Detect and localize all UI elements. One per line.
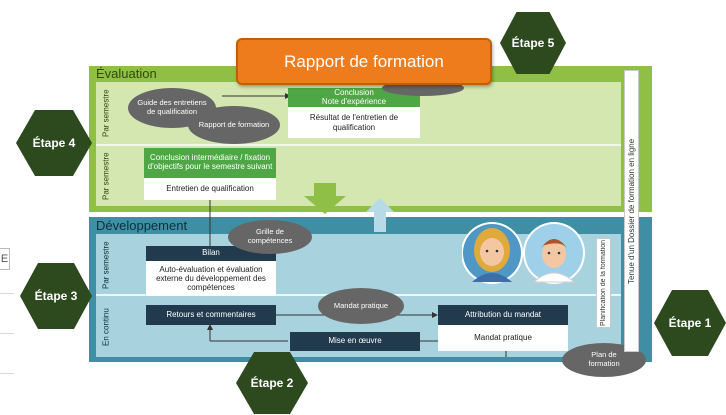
retours-box: Retours et commentaires	[146, 305, 276, 325]
arrowhead-icon	[207, 324, 213, 330]
edge-divider	[0, 373, 14, 374]
planification-strip	[596, 238, 611, 328]
down-arrow-icon	[304, 183, 346, 214]
man-avatar-icon	[523, 222, 585, 284]
attribution-header: Attribution du mandat	[438, 305, 568, 325]
tenue-strip	[624, 70, 639, 352]
edge-divider	[0, 293, 14, 294]
tenue-label: Tenue d'un Dossier de formation en ligne	[627, 138, 636, 284]
attribution-body: Mandat pratique	[474, 333, 532, 343]
edge-glyph: E	[0, 253, 9, 265]
step-1-badge: Étape 1	[654, 290, 726, 356]
bilan-body: Auto-évaluation et évaluation externe du…	[156, 264, 266, 293]
avatars	[462, 222, 585, 284]
step-2-badge: Étape 2	[236, 352, 308, 414]
mise-en-oeuvre-box: Mise en œuvre	[290, 332, 420, 351]
rapport-oval: Rapport de formation	[188, 106, 280, 144]
conclusion-box-header: Conclusion Note d'expérience	[288, 88, 420, 107]
developpement-title: Développement	[96, 218, 188, 233]
step-3-badge: Étape 3	[20, 263, 92, 329]
woman-avatar-icon	[462, 222, 523, 284]
edge-divider	[0, 333, 14, 334]
conclusion-box-body: Résultat de l'entretien de qualification	[309, 113, 399, 132]
planification-label: Planification de la formation	[600, 240, 607, 326]
up-arrow-icon	[366, 198, 394, 232]
rapport-de-formation-title: Rapport de formation	[236, 38, 492, 85]
mandat-oval: Mandat pratique	[318, 288, 404, 324]
arrowhead-icon	[432, 312, 438, 318]
evaluation-title: Évaluation	[96, 66, 157, 81]
intermediate-conclusion-header: Conclusion intermédiaire / fixation d'ob…	[144, 148, 276, 178]
evaluation-row-divider	[96, 144, 621, 146]
grille-oval: Grille de compétences	[228, 220, 312, 254]
cropped-edge-element: E	[0, 248, 10, 270]
plan-oval: Plan de formation	[562, 343, 646, 377]
intermediate-conclusion-body: Entretien de qualification	[166, 184, 254, 194]
